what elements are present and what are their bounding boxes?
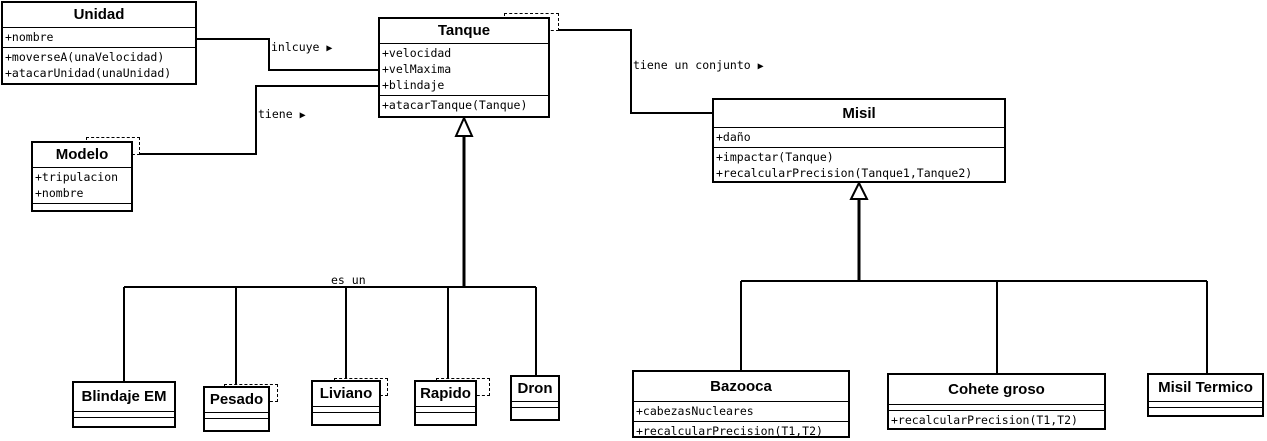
class-name: Liviano	[313, 382, 379, 407]
assoc-label-text: inlcuye	[271, 40, 320, 54]
attribute: +cabezasNucleares	[636, 404, 754, 418]
assoc-label-inlcuye: inlcuye ▶	[271, 40, 333, 56]
class-unidad[interactable]: Unidad +nombre +moverseA(unaVelocidad) +…	[1, 1, 197, 85]
method: +recalcularPrecision(T1,T2)	[636, 424, 823, 438]
methods-section	[512, 408, 558, 414]
methods-section: +impactar(Tanque) +recalcularPrecision(T…	[714, 148, 1004, 183]
class-name: Rapido	[416, 382, 475, 407]
attributes-section: +nombre	[3, 28, 195, 48]
class-name: Pesado	[205, 388, 268, 413]
class-name: Dron	[512, 377, 558, 402]
attributes-section	[205, 413, 268, 419]
class-name: Misil	[714, 100, 1004, 128]
gen-triangle-tanque	[454, 115, 474, 137]
class-bazooca[interactable]: Bazooca +cabezasNucleares +recalcularPre…	[632, 370, 850, 438]
class-pesado[interactable]: Pesado	[203, 386, 270, 432]
gen-triangle-misil	[849, 180, 869, 200]
attributes-section	[512, 402, 558, 408]
class-name: Modelo	[33, 143, 131, 168]
attributes-section	[416, 407, 475, 413]
method: +moverseA(unaVelocidad)	[5, 50, 165, 64]
attribute: +blindaje	[382, 78, 445, 92]
class-name: Bazooca	[634, 372, 848, 402]
attributes-section	[313, 407, 379, 413]
class-cohete-groso[interactable]: Cohete groso +recalcularPrecision(T1,T2)	[887, 373, 1106, 430]
attributes-section: +velocidad +velMaxima +blindaje	[380, 44, 548, 96]
direction-arrow-icon: ▶	[757, 61, 764, 72]
methods-section	[1149, 408, 1262, 414]
class-misil-termico[interactable]: Misil Termico	[1147, 373, 1264, 417]
methods-section: +recalcularPrecision(T1,T2)	[889, 411, 1104, 430]
attributes-section: +daño	[714, 128, 1004, 148]
attribute: +nombre	[35, 186, 84, 200]
attribute: +velocidad	[382, 46, 452, 60]
methods-section	[74, 418, 174, 424]
assoc-modelo-tanque	[133, 85, 378, 155]
methods-section	[33, 204, 131, 210]
methods-section: +moverseA(unaVelocidad) +atacarUnidad(un…	[3, 48, 195, 83]
methods-section	[313, 413, 379, 419]
methods-section: +atacarTanque(Tanque)	[380, 96, 548, 115]
assoc-unidad-tanque	[197, 38, 378, 71]
direction-arrow-icon: ▶	[299, 110, 306, 121]
method: +impactar(Tanque)	[716, 150, 834, 164]
class-rapido[interactable]: Rapido	[414, 380, 477, 426]
method: +atacarTanque(Tanque)	[382, 98, 528, 112]
attributes-section: +tripulacion +nombre	[33, 168, 131, 204]
assoc-label-text: tiene	[258, 107, 293, 121]
attribute: +velMaxima	[382, 62, 452, 76]
class-tanque[interactable]: Tanque +velocidad +velMaxima +blindaje +…	[378, 17, 550, 118]
method: +atacarUnidad(unaUnidad)	[5, 66, 172, 80]
attributes-section	[889, 405, 1104, 411]
generalization-label-text: es un	[331, 273, 366, 287]
class-liviano[interactable]: Liviano	[311, 380, 381, 426]
assoc-label-text: tiene un conjunto	[633, 58, 751, 72]
methods-section: +recalcularPrecision(T1,T2)	[634, 422, 848, 441]
assoc-label-tiene: tiene ▶	[258, 107, 306, 123]
attribute: +nombre	[5, 30, 54, 44]
class-name: Unidad	[3, 3, 195, 28]
attributes-section	[1149, 402, 1262, 408]
assoc-tanque-misil	[550, 29, 712, 114]
attributes-section: +cabezasNucleares	[634, 402, 848, 422]
class-name: Misil Termico	[1149, 375, 1262, 402]
class-dron[interactable]: Dron	[510, 375, 560, 421]
attributes-section	[74, 412, 174, 418]
generalization-label-es-un: es un	[331, 273, 366, 287]
method: +recalcularPrecision(Tanque1,Tanque2)	[716, 166, 973, 180]
methods-section	[205, 419, 268, 425]
attribute: +tripulacion	[35, 170, 119, 184]
assoc-label-tiene-conjunto: tiene un conjunto ▶	[633, 58, 764, 74]
class-modelo[interactable]: Modelo +tripulacion +nombre	[31, 141, 133, 212]
class-name: Cohete groso	[889, 375, 1104, 405]
direction-arrow-icon: ▶	[326, 43, 333, 54]
method: +recalcularPrecision(T1,T2)	[891, 413, 1078, 427]
class-blindaje-em[interactable]: Blindaje EM	[72, 381, 176, 428]
methods-section	[416, 413, 475, 419]
attribute: +daño	[716, 130, 751, 144]
class-misil[interactable]: Misil +daño +impactar(Tanque) +recalcula…	[712, 98, 1006, 183]
class-name: Blindaje EM	[74, 383, 174, 412]
class-name: Tanque	[380, 19, 548, 44]
